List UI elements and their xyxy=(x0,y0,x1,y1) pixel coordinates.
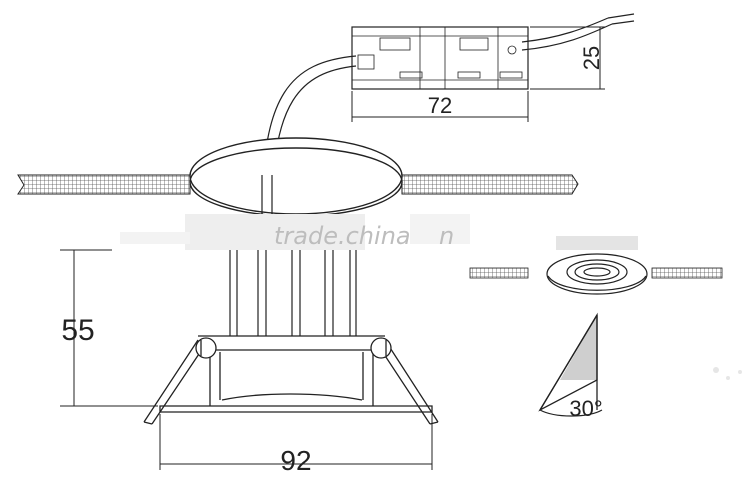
fixture-heatsink xyxy=(229,250,357,336)
driver-box xyxy=(351,26,529,90)
ceiling-cutout xyxy=(189,137,403,217)
dim-label-25: 25 xyxy=(579,46,604,70)
tilt-angle-detail xyxy=(538,312,603,417)
fixture-trim xyxy=(143,335,439,425)
tilt-angle-label: 30° xyxy=(569,396,602,421)
installed-detail xyxy=(469,236,723,295)
watermark-text: trade.china xyxy=(274,222,411,250)
dimension-driver-height xyxy=(530,26,605,90)
faint-marks xyxy=(713,367,742,380)
dimension-fixture-diameter xyxy=(159,414,433,470)
ceiling-mesh xyxy=(17,174,579,195)
watermark-band: trade.china n xyxy=(120,214,470,250)
watermark-suffix: n xyxy=(439,222,454,250)
dim-label-55: 55 xyxy=(61,314,94,347)
dimension-fixture-height xyxy=(60,249,158,407)
dim-label-72: 72 xyxy=(428,93,452,118)
dim-label-92: 92 xyxy=(280,445,311,476)
dimension-driver-length xyxy=(351,91,529,122)
driver-output-wires xyxy=(521,13,635,51)
